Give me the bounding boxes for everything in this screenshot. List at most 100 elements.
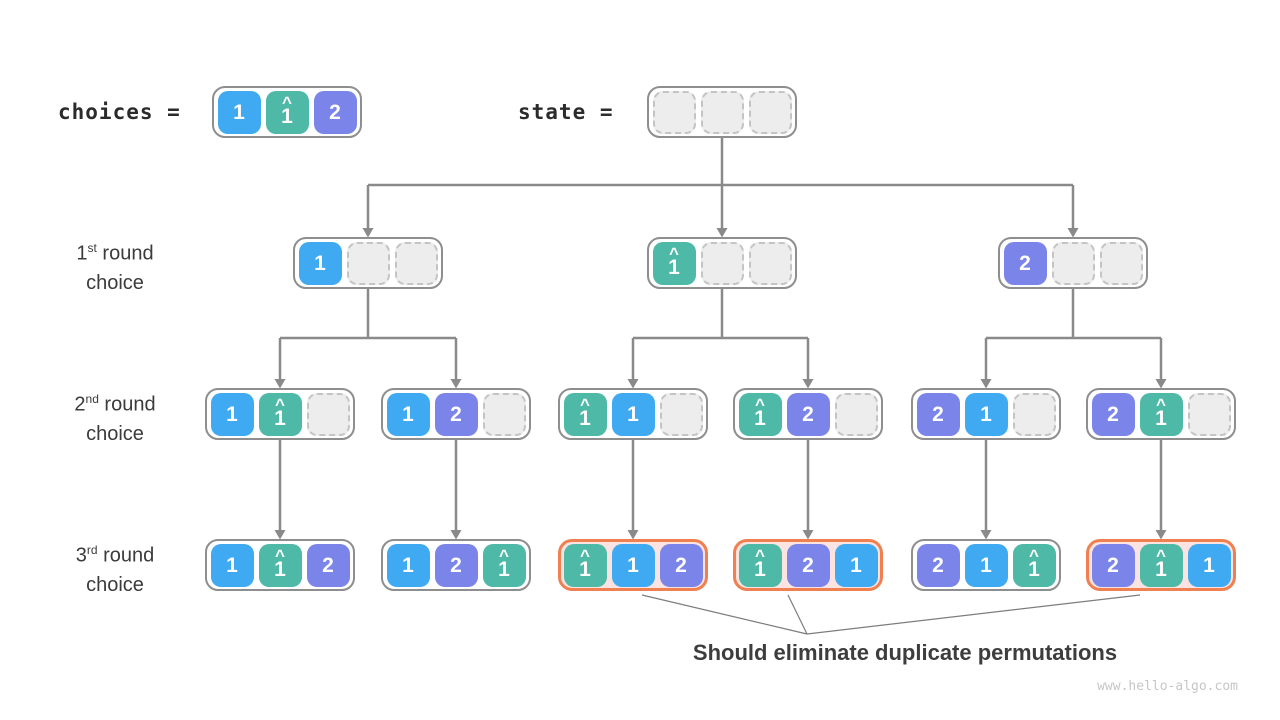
cell-digit: 1 bbox=[579, 407, 591, 430]
round-number: 2 bbox=[74, 393, 86, 416]
cell-digit: 1 bbox=[402, 553, 414, 577]
choice-cell-1-hat: ^1 bbox=[1139, 543, 1183, 587]
hat-mark: ^ bbox=[755, 546, 765, 565]
ordinal-suffix: rd bbox=[86, 543, 98, 557]
cell-digit: 1 bbox=[579, 558, 591, 581]
cell-digit: 1 bbox=[1155, 407, 1167, 430]
cell-digit: 1 bbox=[498, 558, 510, 581]
cell-digit: 1 bbox=[627, 402, 639, 426]
hat-mark: ^ bbox=[282, 93, 292, 112]
state-label: state = bbox=[518, 100, 614, 124]
choice-cell-2: 2 bbox=[916, 543, 960, 587]
choice-cell-1: 1 bbox=[964, 392, 1008, 436]
choice-cell-1-hat: ^1 bbox=[265, 90, 309, 134]
level1-to-level2-arrows bbox=[274, 289, 1167, 389]
cell-digit: 1 bbox=[754, 558, 766, 581]
cell-digit: 2 bbox=[1107, 402, 1119, 426]
empty-slot bbox=[346, 241, 390, 285]
row-label-round-3: 3rd round choice bbox=[35, 536, 195, 600]
choice-cell-2: 2 bbox=[313, 90, 357, 134]
cell-digit: 1 bbox=[274, 558, 286, 581]
empty-slot bbox=[394, 241, 438, 285]
cell-digit: 1 bbox=[980, 402, 992, 426]
empty-slot bbox=[700, 90, 744, 134]
choice-cell-1: 1 bbox=[210, 543, 254, 587]
choice-word: choice bbox=[86, 271, 144, 294]
cell-digit: 1 bbox=[314, 251, 326, 275]
level2-to-level3-arrows bbox=[274, 440, 1167, 540]
cell-digit: 1 bbox=[668, 256, 680, 279]
choice-cell-1: 1 bbox=[834, 543, 878, 587]
choice-cell-1-hat: ^1 bbox=[563, 392, 607, 436]
empty-slot bbox=[1012, 392, 1056, 436]
hat-mark: ^ bbox=[580, 546, 590, 565]
cell-digit: 1 bbox=[627, 553, 639, 577]
round-word: round bbox=[96, 242, 154, 265]
choice-cell-1-hat: ^1 bbox=[738, 543, 782, 587]
round-word: round bbox=[97, 544, 155, 567]
choice-cell-1: 1 bbox=[964, 543, 1008, 587]
ordinal-suffix: nd bbox=[85, 392, 99, 406]
choice-cell-2: 2 bbox=[786, 543, 830, 587]
cell-digit: 2 bbox=[932, 402, 944, 426]
row-label-round-2: 2nd round choice bbox=[35, 385, 195, 449]
hat-mark: ^ bbox=[275, 546, 285, 565]
empty-slot bbox=[1187, 392, 1231, 436]
empty-slot bbox=[700, 241, 744, 285]
empty-slot bbox=[1099, 241, 1143, 285]
empty-slot bbox=[748, 90, 792, 134]
choice-cell-2: 2 bbox=[1091, 392, 1135, 436]
watermark: www.hello-algo.com bbox=[1097, 679, 1238, 694]
choice-cell-2: 2 bbox=[916, 392, 960, 436]
hat-mark: ^ bbox=[755, 395, 765, 414]
cell-digit: 2 bbox=[932, 553, 944, 577]
duplicate-annotation: Should eliminate duplicate permutations bbox=[692, 640, 1118, 665]
ordinal-suffix: st bbox=[87, 241, 97, 255]
cell-digit: 1 bbox=[226, 402, 238, 426]
cell-digit: 1 bbox=[1155, 558, 1167, 581]
row-label-round-1: 1st round choice bbox=[35, 234, 195, 298]
choice-cell-1: 1 bbox=[386, 543, 430, 587]
cell-digit: 1 bbox=[1203, 553, 1215, 577]
empty-slot bbox=[834, 392, 878, 436]
choice-cell-2: 2 bbox=[306, 543, 350, 587]
cell-digit: 2 bbox=[1107, 553, 1119, 577]
hat-mark: ^ bbox=[499, 546, 509, 565]
hat-mark: ^ bbox=[1029, 546, 1039, 565]
tree-node-l1-0: 1 bbox=[293, 237, 443, 289]
cell-digit: 1 bbox=[754, 407, 766, 430]
choice-word: choice bbox=[86, 422, 144, 445]
cell-digit: 2 bbox=[450, 553, 462, 577]
choice-cell-1: 1 bbox=[298, 241, 342, 285]
choice-word: choice bbox=[86, 573, 144, 596]
choice-cell-1-hat: ^1 bbox=[258, 392, 302, 436]
cell-digit: 2 bbox=[450, 402, 462, 426]
choice-cell-1-hat: ^1 bbox=[738, 392, 782, 436]
choice-cell-1: 1 bbox=[386, 392, 430, 436]
cell-digit: 1 bbox=[850, 553, 862, 577]
cell-digit: 1 bbox=[281, 105, 293, 128]
choice-cell-1-hat: ^1 bbox=[1012, 543, 1056, 587]
round-word: round bbox=[98, 393, 156, 416]
choice-cell-1: 1 bbox=[611, 392, 655, 436]
hat-mark: ^ bbox=[275, 395, 285, 414]
round-number: 1 bbox=[76, 242, 88, 265]
choice-cell-1: 1 bbox=[611, 543, 655, 587]
cell-digit: 1 bbox=[226, 553, 238, 577]
choice-cell-2: 2 bbox=[1003, 241, 1047, 285]
choice-cell-2: 2 bbox=[434, 392, 478, 436]
choice-cell-1: 1 bbox=[217, 90, 261, 134]
empty-slot bbox=[1051, 241, 1095, 285]
hat-mark: ^ bbox=[1156, 546, 1166, 565]
empty-slot bbox=[652, 90, 696, 134]
empty-slot bbox=[659, 392, 703, 436]
